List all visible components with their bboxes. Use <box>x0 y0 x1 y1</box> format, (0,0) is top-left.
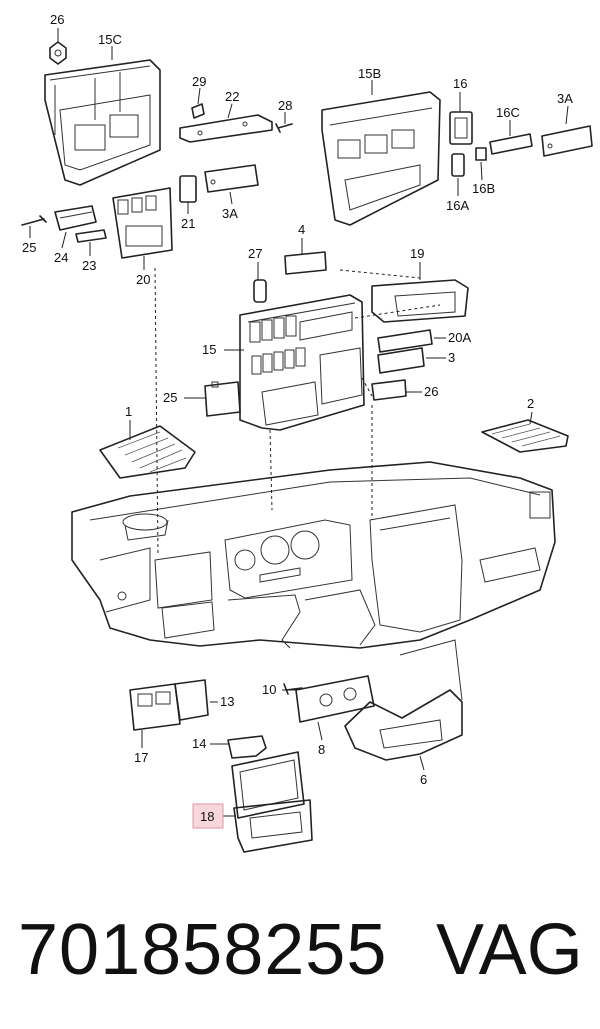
callout-24: 24 <box>54 250 68 265</box>
part-29-clip <box>191 103 205 119</box>
part-16a-switch <box>451 153 465 177</box>
callout-20: 20 <box>136 272 150 287</box>
callout-8: 8 <box>318 742 325 757</box>
callout-16c: 16C <box>496 105 520 120</box>
callout-26-top: 26 <box>50 12 64 27</box>
part-13-bezel <box>174 679 209 721</box>
callout-15: 15 <box>202 342 216 357</box>
callout-25-left: 25 <box>22 240 36 255</box>
part-15-relay-carrier <box>239 294 365 431</box>
part-26-mid-blank <box>371 379 407 401</box>
callout-16: 16 <box>453 76 467 91</box>
callout-3a-middle: 3A <box>222 206 238 221</box>
callout-15c: 15C <box>98 32 122 47</box>
callout-14: 14 <box>192 736 206 751</box>
callout-20a: 20A <box>448 330 471 345</box>
part-16c-blank <box>489 133 533 155</box>
callout-10: 10 <box>262 682 276 697</box>
callout-4: 4 <box>298 222 305 237</box>
part-20-relay-plate <box>112 187 173 259</box>
callout-29: 29 <box>192 74 206 89</box>
callout-13: 13 <box>220 694 234 709</box>
part-20a-blank <box>377 329 433 353</box>
callout-22: 22 <box>225 89 239 104</box>
part-14-switch <box>227 735 267 759</box>
part-16b-button <box>475 147 487 161</box>
part-27-blank <box>253 279 267 303</box>
part-28-screw <box>275 123 293 133</box>
callout-23: 23 <box>82 258 96 273</box>
part-21-blank <box>179 175 197 203</box>
brand-label: VAG <box>436 910 583 990</box>
part-22-bracket <box>179 114 273 143</box>
part-15b-relay-carrier <box>321 91 441 226</box>
part-25-pin <box>21 215 47 226</box>
leader-lines <box>29 28 569 817</box>
part-17-bezel <box>129 683 181 731</box>
callout-18-highlighted: 18 <box>200 809 214 824</box>
callout-19: 19 <box>410 246 424 261</box>
callout-3: 3 <box>448 350 455 365</box>
dashboard-panel <box>71 461 556 649</box>
part-15c-relay-carrier <box>44 59 161 186</box>
part-3a-right-blank <box>541 125 593 157</box>
parts-diagram: 26 15C 29 22 28 15B 16 16C 3A 16B 16A 21… <box>21 12 593 853</box>
callout-16a: 16A <box>446 198 469 213</box>
part-6-center-console <box>344 639 463 761</box>
part-18-mounting-frame <box>231 751 313 853</box>
callout-26-mid: 26 <box>424 384 438 399</box>
part-25-mid-blank <box>204 381 241 417</box>
part-1-grille <box>99 425 196 479</box>
callout-2: 2 <box>527 396 534 411</box>
callout-3a-right: 3A <box>557 91 573 106</box>
part-4-blank <box>284 251 327 275</box>
part-3a-middle-blank <box>204 164 259 193</box>
callout-25-mid: 25 <box>163 390 177 405</box>
part-2-grille <box>481 419 569 453</box>
part-26-top <box>49 41 67 65</box>
callout-labels: 26 15C 29 22 28 15B 16 16C 3A 16B 16A 21… <box>22 12 573 824</box>
part-19-tray <box>371 279 469 323</box>
part-3-blank <box>377 347 425 374</box>
part-16-switch <box>449 111 473 145</box>
footer: 701858255 VAG <box>0 905 600 995</box>
part-23-pad <box>75 229 107 243</box>
callout-27: 27 <box>248 246 262 261</box>
part-8-control-panel <box>295 675 375 723</box>
callout-28: 28 <box>278 98 292 113</box>
callout-1: 1 <box>125 404 132 419</box>
callout-6: 6 <box>420 772 427 787</box>
highlight-box-18 <box>192 803 224 829</box>
callout-16b: 16B <box>472 181 495 196</box>
callout-21: 21 <box>181 216 195 231</box>
callout-15b: 15B <box>358 66 381 81</box>
callout-17: 17 <box>134 750 148 765</box>
part-number: 701858255 <box>18 910 388 990</box>
part-24-housing <box>54 205 97 231</box>
